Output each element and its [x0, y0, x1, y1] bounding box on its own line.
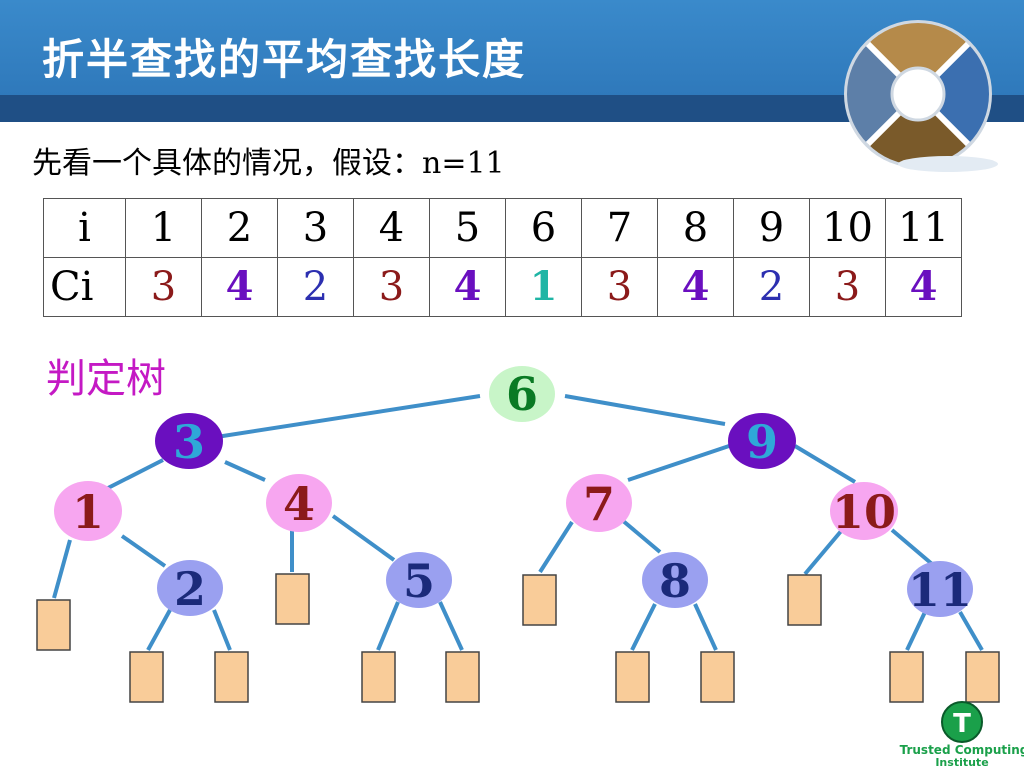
edge	[538, 520, 574, 574]
table-cell-i: 4	[353, 198, 430, 258]
node-label-1: 1	[72, 485, 104, 539]
edge	[564, 394, 726, 426]
leaf-box	[129, 651, 164, 703]
table-cell-i: 9	[733, 198, 810, 258]
node-11	[907, 561, 973, 617]
search-length-table: i 1 2 3 4 5 6 7 8 9 10 11 Ci 3 4 2 3 4 1…	[43, 198, 962, 317]
edge	[376, 601, 400, 651]
edge	[212, 609, 232, 651]
leaf-box	[522, 574, 557, 626]
leaf-box	[445, 651, 480, 703]
table-cell-ci: 2	[733, 257, 810, 317]
table-cell-i: 10	[809, 198, 886, 258]
node-4	[266, 474, 332, 532]
table-cell-i: 5	[429, 198, 506, 258]
leaf-box	[214, 651, 249, 703]
node-label-9: 9	[746, 415, 778, 469]
edge	[107, 458, 164, 490]
table-cell-ci: 3	[581, 257, 658, 317]
leaf-box	[615, 651, 650, 703]
leaf-box	[965, 651, 1000, 703]
edge	[146, 609, 172, 651]
table-cell-ci: 3	[809, 257, 886, 317]
footer-logo-text-1: Trusted Computing	[900, 743, 1024, 757]
footer-logo-circle	[941, 701, 983, 743]
edge	[224, 460, 266, 482]
footer-logo-letter: T	[953, 709, 971, 739]
header-logo-image	[844, 20, 998, 172]
table-cell-ci: 2	[277, 257, 354, 317]
edge	[958, 610, 984, 652]
table-cell-i: 7	[581, 198, 658, 258]
table-cell-i: 2	[201, 198, 278, 258]
edge	[120, 534, 167, 568]
edge	[630, 603, 657, 651]
edge	[793, 444, 857, 484]
node-8	[642, 552, 708, 608]
footer-logo: T Trusted Computing Institute	[900, 701, 1024, 768]
leaf-box	[700, 651, 735, 703]
edge	[905, 611, 927, 651]
slide-title: 折半查找的平均查找长度	[42, 35, 527, 84]
edge	[52, 539, 72, 599]
decision-tree-label: 判定树	[46, 356, 166, 402]
node-label-8: 8	[659, 554, 691, 608]
node-7	[566, 474, 632, 532]
leaf-box	[889, 651, 924, 703]
leaf-box	[787, 574, 822, 626]
node-label-5: 5	[403, 554, 435, 608]
edge	[803, 528, 844, 576]
node-label-4: 4	[283, 477, 315, 531]
node-9	[728, 413, 796, 469]
table-cell-ci: 4	[201, 257, 278, 317]
table-cell-i: 6	[505, 198, 582, 258]
table-cell-i: 1	[125, 198, 202, 258]
leaf-box	[275, 573, 310, 625]
table-row-i: i 1 2 3 4 5 6 7 8 9 10 11	[43, 198, 962, 258]
tree-edges	[52, 394, 984, 652]
edge	[627, 443, 733, 482]
node-label-7: 7	[583, 477, 615, 531]
node-3	[155, 413, 223, 469]
table-cell-i: 11	[885, 198, 962, 258]
table-cell-ci: 1	[505, 257, 582, 317]
table-row-ci: Ci 3 4 2 3 4 1 3 4 2 3 4	[43, 257, 962, 317]
node-5	[386, 552, 452, 608]
node-1	[54, 481, 122, 541]
leaf-box	[361, 651, 396, 703]
edge	[890, 528, 934, 566]
edge	[209, 394, 481, 440]
edge	[438, 601, 464, 651]
edge	[331, 514, 396, 562]
node-6	[489, 366, 555, 422]
table-cell-ci: 4	[657, 257, 734, 317]
table-cell-ci: 4	[885, 257, 962, 317]
node-label-2: 2	[174, 562, 206, 616]
edge	[693, 603, 718, 651]
node-2	[157, 560, 223, 616]
leaf-box	[36, 599, 71, 651]
tree-nodes: 6 3 9 1 4 7 10 2 5 8 11	[54, 366, 973, 617]
footer-logo-text-2: Institute	[935, 756, 988, 768]
tree-leaves	[36, 573, 1000, 703]
table-header-ci: Ci	[43, 257, 126, 317]
node-label-10: 10	[832, 485, 896, 539]
node-label-6: 6	[506, 367, 538, 421]
table-cell-ci: 3	[125, 257, 202, 317]
node-10	[830, 482, 898, 540]
edge	[620, 518, 662, 554]
node-label-3: 3	[173, 415, 205, 469]
intro-text: 先看一个具体的情况，假设：n=11	[32, 146, 505, 181]
table-cell-ci: 4	[429, 257, 506, 317]
node-label-11: 11	[908, 563, 972, 617]
